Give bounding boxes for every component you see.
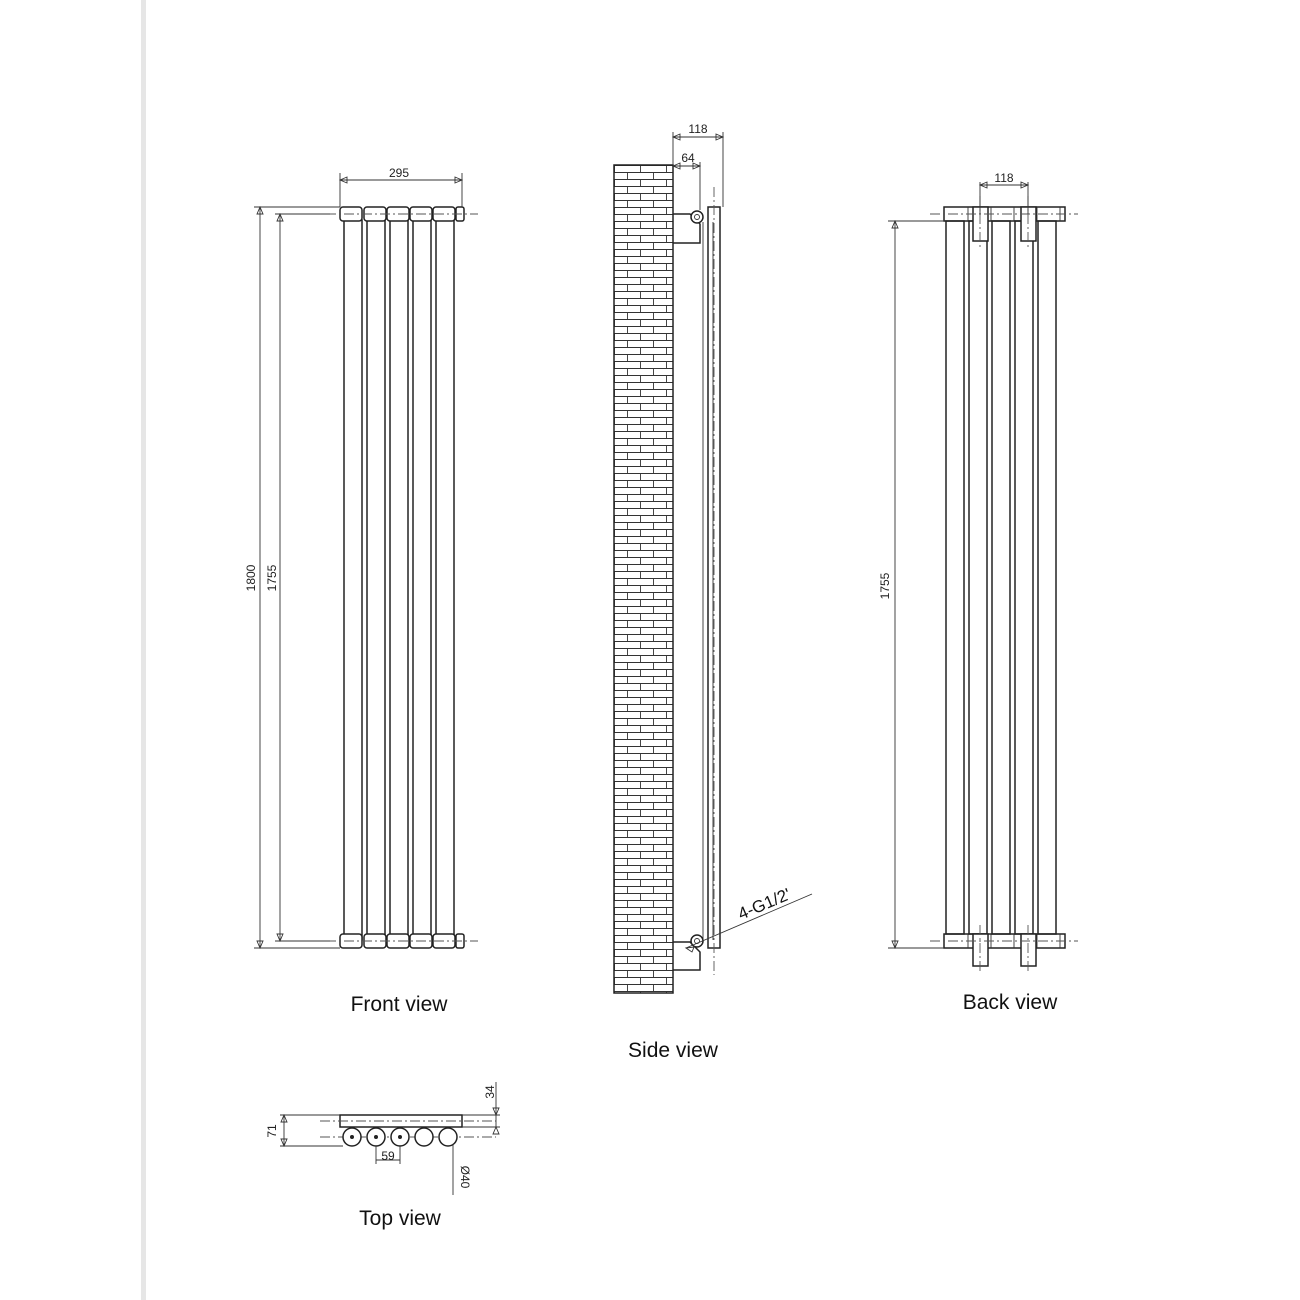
back-bracket-top-left	[972, 206, 989, 242]
top-view	[280, 1082, 500, 1195]
back-tube-4	[1014, 220, 1034, 935]
dim-back-pipe-centres: 118	[994, 171, 1013, 185]
front-tube-5	[435, 219, 455, 941]
front-view	[254, 173, 478, 950]
dim-side-depth-total: 118	[688, 122, 707, 136]
back-bracket-bottom-right	[1020, 933, 1037, 967]
back-tube-5	[1037, 220, 1057, 935]
front-tube-3	[389, 219, 409, 941]
dim-top-total-depth: 71	[265, 1124, 279, 1138]
top-tube-4	[414, 1127, 434, 1147]
page-edge	[141, 0, 146, 1300]
back-bracket-top-right	[1020, 206, 1037, 242]
dim-top-spacing: 59	[381, 1149, 395, 1163]
dim-top-tube-diameter: Ø40	[458, 1166, 472, 1189]
dim-front-height-centres: 1755	[265, 564, 279, 591]
caption-top-view: Top view	[359, 1207, 442, 1230]
side-view	[613, 132, 813, 994]
top-tube-5	[438, 1127, 458, 1147]
back-tube-1	[945, 220, 965, 935]
back-tube-2	[968, 220, 988, 935]
dim-side-depth-wall: 64	[681, 151, 695, 165]
dim-back-height-centres: 1755	[878, 572, 892, 599]
connection-label: 4-G1/2'	[735, 885, 793, 924]
caption-back-view: Back view	[963, 991, 1058, 1014]
dim-front-height-total: 1800	[244, 564, 258, 591]
front-tube-1	[343, 219, 363, 941]
dim-top-depth: 34	[483, 1085, 497, 1099]
back-tube-3	[991, 220, 1011, 935]
back-view	[888, 181, 1078, 972]
caption-side-view: Side view	[628, 1039, 719, 1062]
back-bracket-bottom-left	[972, 933, 989, 967]
brick-wall	[613, 164, 674, 994]
front-tube-2	[366, 219, 386, 941]
front-tube-4	[412, 219, 432, 941]
caption-front-view: Front view	[351, 993, 449, 1016]
dim-front-width: 295	[389, 166, 409, 180]
